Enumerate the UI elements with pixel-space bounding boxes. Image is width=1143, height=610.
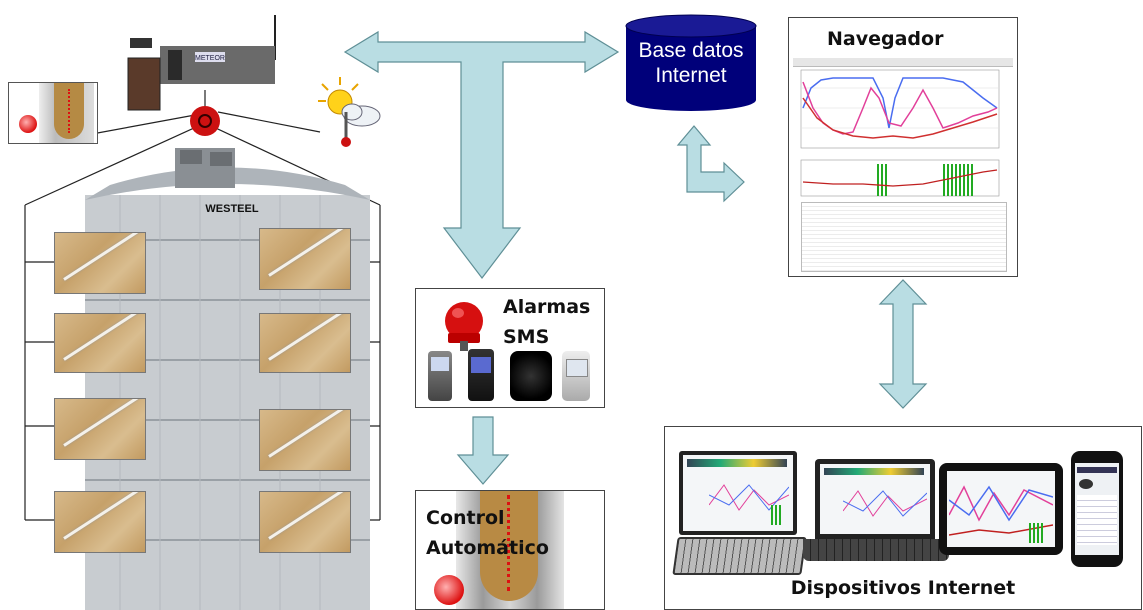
arrow-alarms-to-control	[456, 416, 510, 485]
weather-sun-cloud-icon	[318, 77, 381, 147]
alarms-label-line2: SMS	[503, 326, 550, 348]
sensor-photo-right-4	[259, 491, 351, 553]
sensor-hub-icon	[190, 106, 220, 136]
weather-station-icon	[127, 15, 276, 111]
sensor-photo-right-2	[259, 313, 351, 373]
control-panel: Control Automático	[415, 490, 605, 610]
db-label-line2: Internet	[655, 64, 727, 87]
grain-probe-image	[8, 82, 98, 144]
phone-icon	[428, 351, 452, 401]
devices-panel: Dispositivos Internet	[664, 426, 1142, 610]
laptop-keyboard-icon	[803, 539, 949, 561]
db-label-line1: Base datos	[638, 39, 744, 62]
alarm-bell-icon	[445, 302, 483, 351]
arrow-db-browser	[676, 125, 745, 203]
database-node: Base datos Internet	[625, 14, 757, 112]
laptop-icon	[815, 459, 935, 539]
browser-line-chart	[800, 69, 1000, 149]
alarms-sms-panel: Alarmas SMS	[415, 288, 605, 408]
control-label-line2: Automático	[426, 537, 549, 559]
devices-caption: Dispositivos Internet	[790, 577, 1016, 599]
t-arrow	[343, 30, 620, 279]
browser-toolbar	[793, 58, 1013, 67]
sensor-photo-left-2	[54, 313, 146, 373]
browser-title: Navegador	[827, 28, 944, 50]
sensor-photo-left-4	[54, 491, 146, 553]
database-cylinder-icon	[625, 14, 757, 111]
browser-table	[801, 202, 1007, 272]
sensor-photo-left-1	[54, 232, 146, 294]
phone-icon	[468, 349, 494, 401]
sensor-photo-right-3	[259, 409, 351, 471]
station-brand-label: METEOR	[195, 55, 225, 62]
control-label-line1: Control	[426, 507, 505, 529]
sensor-probe-icon	[434, 575, 464, 605]
tablet-icon	[939, 463, 1063, 555]
phone-icon	[510, 351, 552, 401]
browser-panel: Navegador	[788, 17, 1018, 277]
sensor-photo-right-1	[259, 228, 351, 290]
browser-bar-chart	[800, 159, 1000, 197]
keyboard-icon	[672, 537, 807, 575]
sensor-photo-left-3	[54, 398, 146, 460]
alarms-label-line1: Alarmas	[503, 296, 591, 318]
arrow-browser-devices	[878, 279, 928, 409]
desktop-monitor-icon	[679, 451, 797, 535]
silo-brand-label: WESTEEL	[205, 203, 258, 215]
phone-icon	[562, 351, 590, 401]
smartphone-icon	[1071, 451, 1123, 567]
